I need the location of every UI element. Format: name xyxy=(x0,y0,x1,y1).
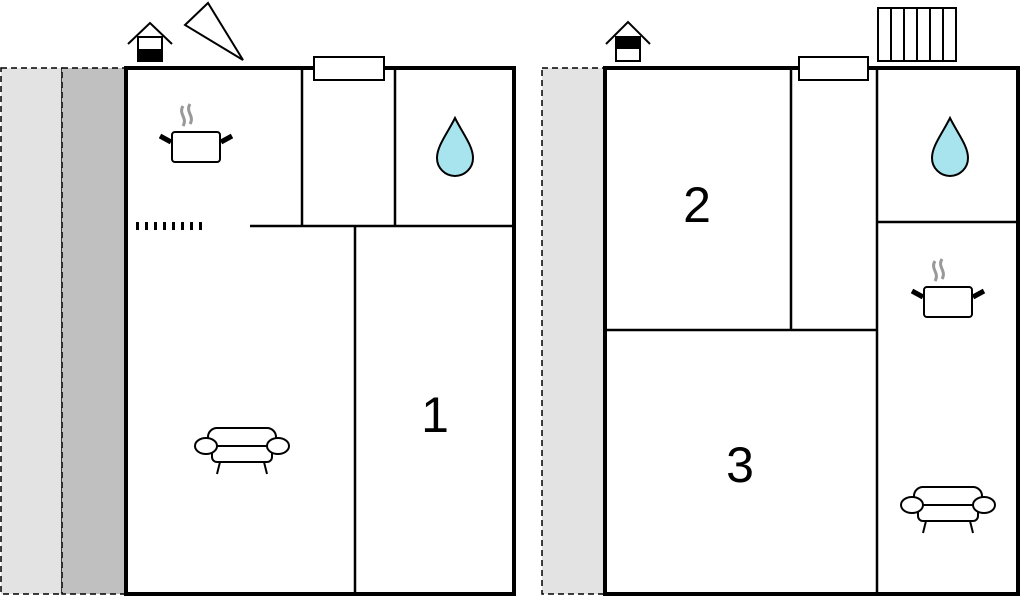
window-icon xyxy=(313,56,385,81)
room-label: 1 xyxy=(421,387,449,443)
interior-walls xyxy=(250,68,514,594)
terrace-strip-light xyxy=(541,67,606,595)
room-label: 2 xyxy=(683,177,711,233)
window-icon xyxy=(798,56,869,81)
house-icon xyxy=(605,20,651,62)
terrace-strip-dark xyxy=(61,67,127,595)
terrace-strip-light xyxy=(0,67,63,595)
floor-plan-right: 2 3 xyxy=(541,7,1020,596)
radiator-icon xyxy=(877,7,957,62)
floor-plan-left: 1 xyxy=(0,1,516,596)
interior-walls xyxy=(605,68,1018,594)
house-icon xyxy=(127,21,173,62)
room-label: 3 xyxy=(726,437,754,493)
compass-icon xyxy=(183,1,244,61)
